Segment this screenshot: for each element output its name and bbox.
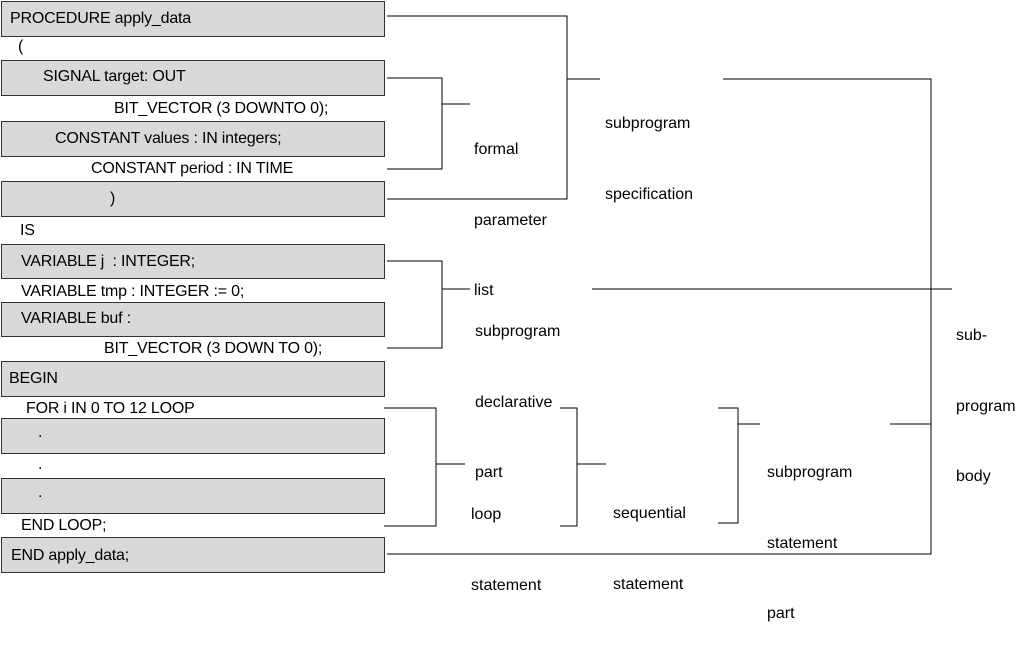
code-line-end-loop: END LOOP; — [21, 517, 107, 534]
code-line-for-loop: FOR i IN 0 TO 12 LOOP — [26, 400, 195, 417]
code-line-dot-3: . — [38, 484, 43, 501]
bracket-subprogram-declarative-part — [387, 260, 443, 349]
code-line-constant-values: CONSTANT values : IN integers; — [55, 130, 282, 147]
code-line-close-paren: ) — [110, 190, 116, 207]
code-line-end-procedure: END apply_data; — [11, 547, 129, 564]
code-line-signal: SIGNAL target: OUT — [43, 68, 186, 85]
label-subprogram-specification: subprogram specification — [605, 115, 694, 203]
label-subprogram-body: sub- program body — [956, 327, 1016, 485]
code-line-procedure: PROCEDURE apply_data — [10, 10, 191, 27]
code-line-variable-j: VARIABLE j : INTEGER; — [21, 253, 196, 270]
label-loop-statement: loop statement — [471, 506, 542, 594]
label-formal-parameter-list: formal parameter list — [474, 141, 547, 299]
bracket-sequential-statement — [560, 407, 578, 527]
band-close-paren — [1, 181, 385, 217]
band-dot-1 — [1, 418, 385, 454]
band-variable-j — [1, 244, 385, 279]
code-line-dot-1: . — [38, 424, 43, 441]
code-line-bit-vector-1: BIT_VECTOR (3 DOWNTO 0); — [114, 100, 329, 117]
band-signal — [1, 60, 385, 96]
code-line-variable-tmp: VARIABLE tmp : INTEGER := 0; — [21, 283, 245, 300]
code-line-begin: BEGIN — [9, 370, 58, 387]
code-line-dot-2: . — [38, 456, 43, 473]
code-line-open-paren: ( — [18, 38, 24, 55]
bracket-subprogram-body — [387, 78, 932, 555]
band-end — [1, 537, 385, 573]
code-line-variable-buf: VARIABLE buf : — [21, 310, 131, 327]
band-variable-buf — [1, 302, 385, 337]
code-line-constant-period: CONSTANT period : IN TIME — [91, 160, 294, 177]
code-line-bit-vector-2: BIT_VECTOR (3 DOWN TO 0); — [104, 340, 323, 357]
band-constant-values — [1, 121, 385, 157]
label-subprogram-declarative-part: subprogram declarative part — [475, 323, 561, 481]
label-subprogram-statement-part: subprogram statement part — [767, 464, 853, 622]
code-line-is: IS — [20, 222, 35, 239]
bracket-formal-parameter-list — [387, 77, 443, 170]
band-procedure — [1, 1, 385, 37]
bracket-subprogram-specification — [387, 15, 568, 200]
band-begin — [1, 361, 385, 397]
band-dot-3 — [1, 478, 385, 514]
bracket-loop-statement — [384, 407, 437, 527]
label-sequential-statement: sequential statement — [613, 505, 686, 593]
bracket-lines — [384, 15, 952, 555]
bracket-subprogram-statement-part — [718, 407, 739, 524]
